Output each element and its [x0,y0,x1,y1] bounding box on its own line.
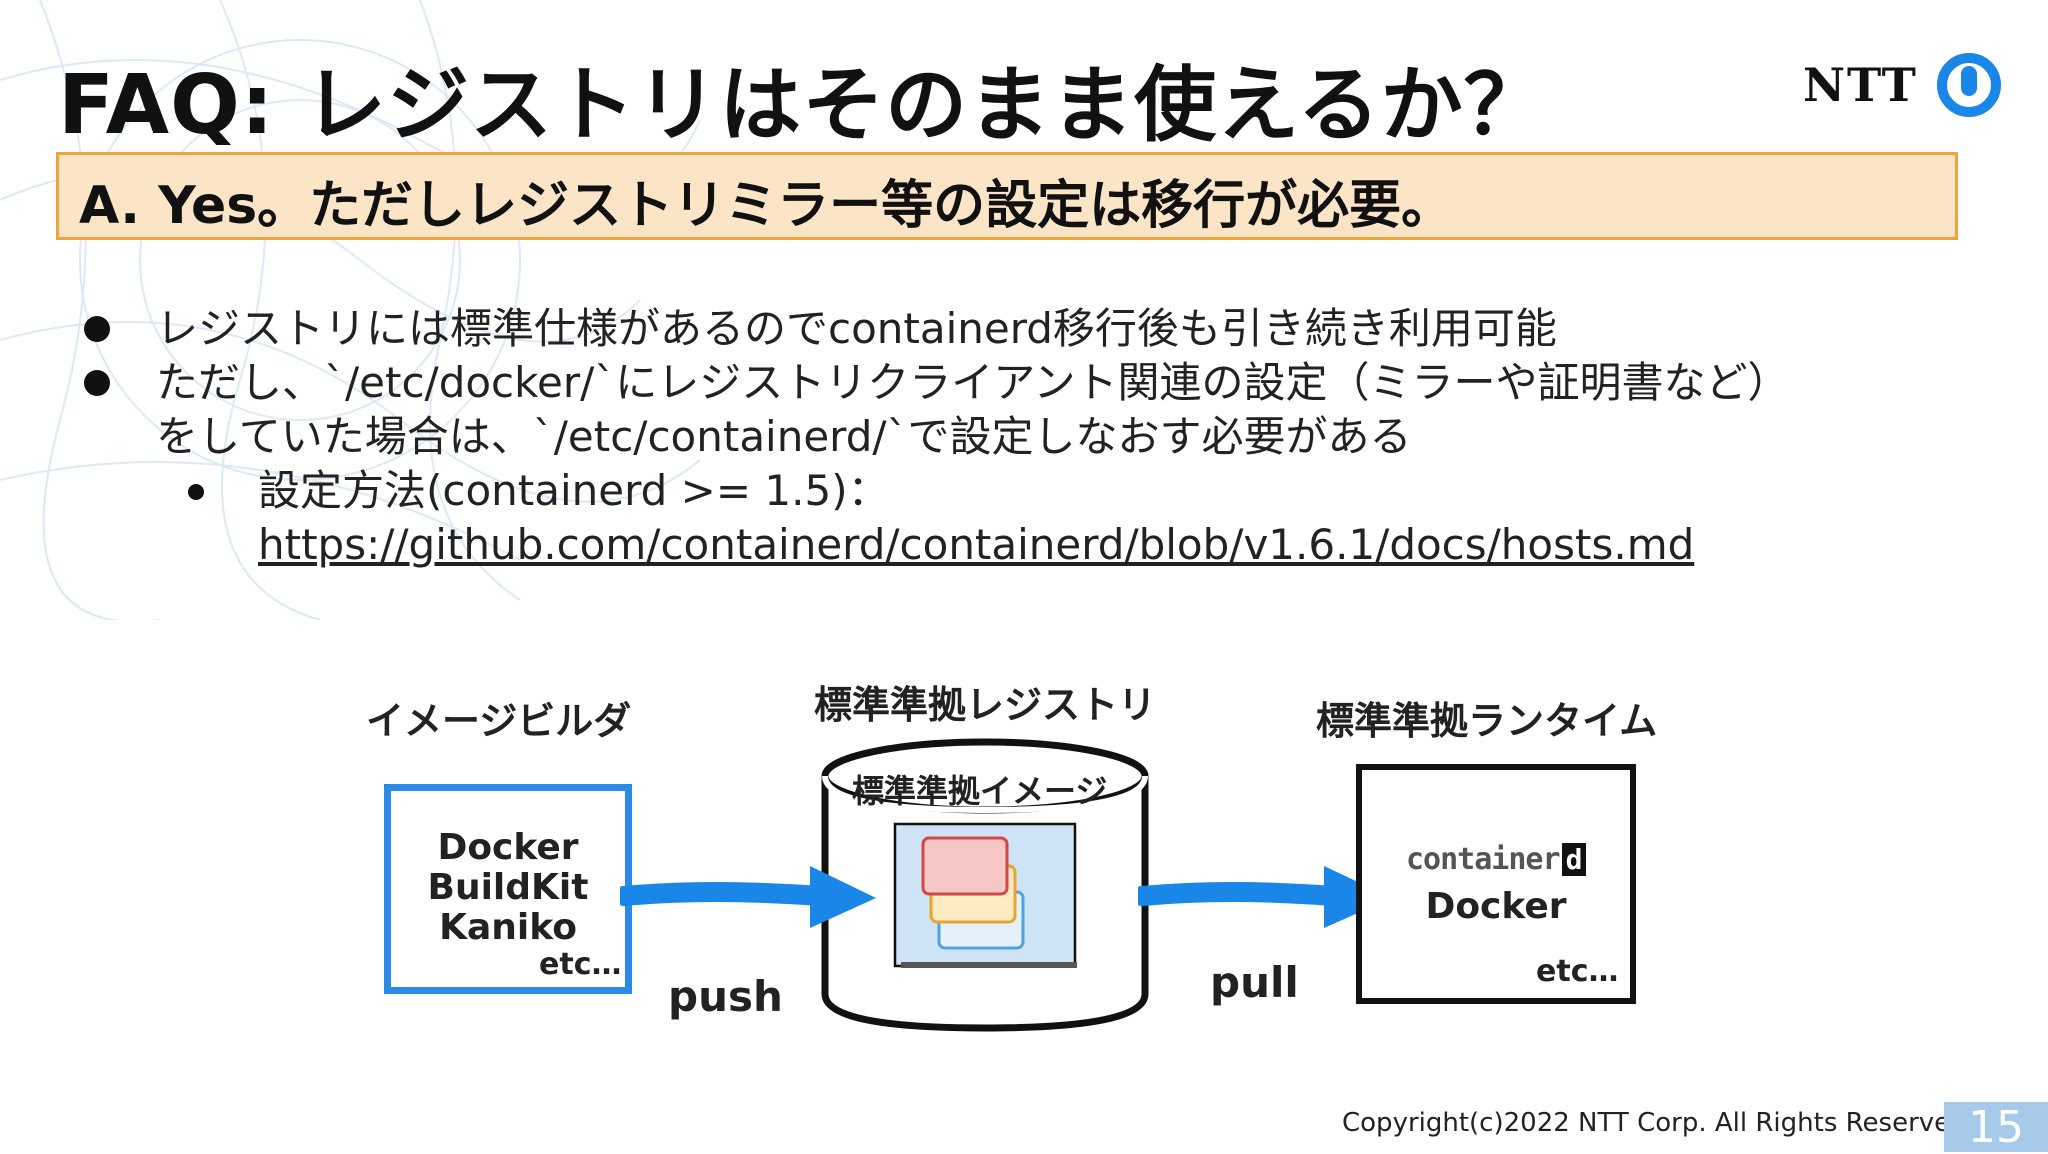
pull-label: pull [1210,958,1299,1007]
registry-inner-label: 標準準拠イメージ [852,772,1108,810]
push-label: push [668,972,783,1021]
bullet-dot [84,370,110,396]
logo-text: NTT [1803,58,1918,112]
ntt-logo: NTT [1803,52,2002,118]
runtime-item: Docker [1425,886,1567,927]
hosts-doc-link[interactable]: https://github.com/containerd/containerd… [258,520,1695,569]
ntt-logo-icon [1936,53,2001,117]
builder-item: Docker [437,827,579,868]
page-number: 15 [1944,1102,2048,1153]
containerd-logo-text: container [1406,842,1561,877]
sub-bullet-text: 設定方法(containerd >= 1.5)： [258,466,890,515]
registry-label: 標準準拠レジストリ [814,683,1157,727]
answer-box: A. Yes。ただしレジストリミラー等の設定は移行が必要。 [56,152,1958,240]
runtime-label: 標準準拠ランタイム [1316,699,1658,743]
builder-etc: etc… [539,947,622,982]
page-title: FAQ: レジストリはそのまま使えるか？ [58,58,1547,153]
answer-text: A. Yes。ただしレジストリミラー等の設定は移行が必要。 [79,176,1454,236]
bullet-text: レジストリには標準仕様があるのでcontainerd移行後も引き続き利用可能 [156,304,1557,353]
containerd-logo-badge: d [1561,843,1587,876]
builder-label: イメージビルダ [366,699,632,743]
builder-item: Kaniko [439,907,577,948]
sub-bullet-dot [188,484,204,500]
copyright-text: Copyright(c)2022 NTT Corp. All Rights Re… [1342,1108,1975,1138]
container-image-icon [893,822,1077,968]
bullet-text: をしていた場合は、`/etc/containerd/`で設定しなおす必要がある [156,412,1412,461]
runtime-etc: etc… [1536,954,1619,989]
image-builder-box: Docker BuildKit Kaniko etc… [384,784,632,994]
builder-item: BuildKit [427,867,589,908]
bullet-dot [84,316,110,342]
bullet-text: ただし、`/etc/docker/`にレジストリクライアント関連の設定（ミラーや… [156,358,1790,407]
push-arrow [620,866,876,928]
